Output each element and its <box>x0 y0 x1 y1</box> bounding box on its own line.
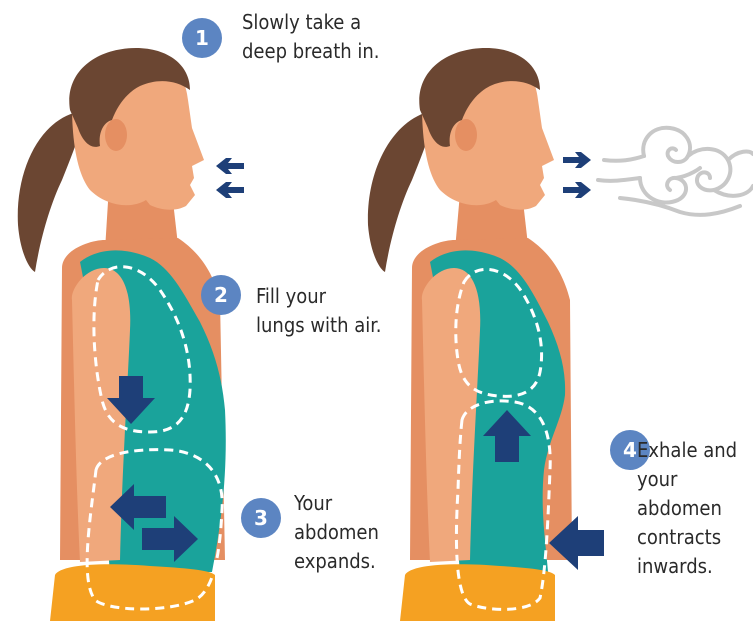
arrow-right-icon <box>563 182 591 198</box>
ponytail <box>18 112 82 272</box>
step-1-text: Slowly take a deep breath in. <box>242 8 379 66</box>
breath-cloud-icon <box>598 128 753 215</box>
ear <box>455 119 477 151</box>
shorts <box>400 564 555 621</box>
figure-inhale <box>18 48 226 621</box>
step-2-badge: 2 <box>201 275 241 315</box>
step-4-text: Exhale and your abdomen contracts inward… <box>637 436 737 581</box>
ponytail <box>368 112 432 272</box>
inhale-arrows <box>216 158 244 198</box>
arrow-left-icon <box>216 182 244 198</box>
ear <box>105 119 127 151</box>
arrow-left-icon <box>216 158 244 174</box>
step-2-text: Fill your lungs with air. <box>256 282 382 340</box>
arrow-right-icon <box>563 152 591 168</box>
step-1-badge: 1 <box>182 18 222 58</box>
exhale-arrows <box>563 152 591 198</box>
step-3-text: Your abdomen expands. <box>294 489 379 576</box>
figure-exhale <box>368 48 604 621</box>
shorts <box>50 564 215 621</box>
step-3-badge: 3 <box>241 498 281 538</box>
